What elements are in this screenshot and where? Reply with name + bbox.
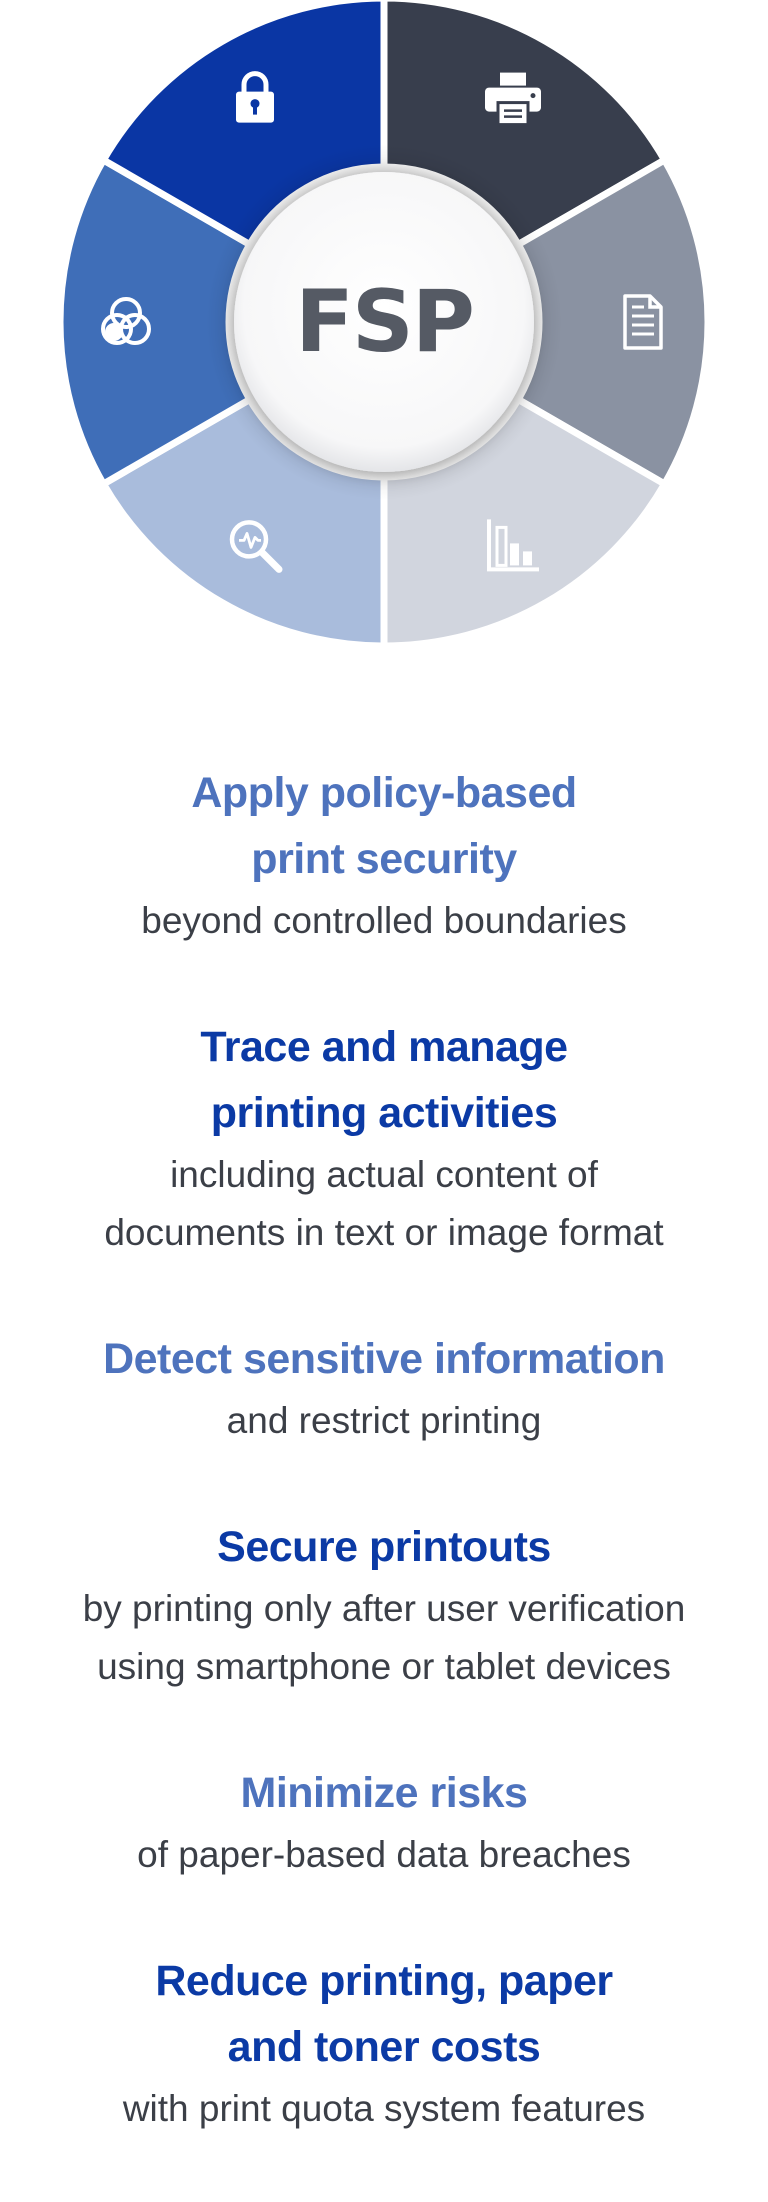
feature-item: Apply policy-based print security beyond c… [0, 760, 768, 950]
icons-layer [101, 71, 663, 573]
feature-description: of paper-based data breaches [137, 1834, 631, 1875]
fsp-ring-diagram: FSP [0, 0, 768, 660]
feature-title: and toner costs [227, 2023, 541, 2071]
feature-item: Reduce printing, paper and toner costs wit… [0, 1948, 768, 2138]
feature-description: including actual content of [170, 1154, 598, 1195]
feature-description: documents in text or image format [104, 1212, 664, 1253]
center-label: FSP [295, 272, 473, 372]
magnifier-icon [229, 520, 283, 573]
feature-title: Reduce printing, paper [155, 1957, 613, 2005]
feature-description: beyond controlled boundaries [141, 900, 627, 941]
feature-item: Minimize risks of paper-based data breach… [0, 1760, 768, 1884]
feature-list: Apply policy-based print security beyond c… [0, 760, 768, 2202]
feature-item: Secure printouts by printing only after u… [0, 1514, 768, 1696]
ring-svg: FSP [56, 0, 712, 650]
color-circles-icon [101, 297, 151, 345]
feature-item: Trace and manage printing activities inclu… [0, 1014, 768, 1262]
feature-title: Apply policy-based [191, 769, 577, 817]
feature-description: using smartphone or tablet devices [97, 1646, 671, 1687]
feature-item: Detect sensitive information and restrict… [0, 1326, 768, 1450]
feature-description: by printing only after user verification [82, 1588, 686, 1629]
feature-title: Trace and manage [200, 1023, 568, 1071]
bar-chart-icon [487, 519, 539, 572]
feature-title: Minimize risks [240, 1769, 528, 1817]
feature-title: printing activities [210, 1089, 558, 1137]
document-icon [623, 294, 663, 350]
feature-title: Detect sensitive information [103, 1335, 665, 1383]
center-disc [234, 172, 534, 472]
lock-icon [236, 71, 274, 123]
feature-title: print security [251, 835, 517, 883]
printer-icon [485, 72, 541, 127]
feature-title: Secure printouts [217, 1523, 551, 1571]
feature-description: and restrict printing [226, 1400, 542, 1441]
feature-description: with print quota system features [122, 2088, 646, 2129]
